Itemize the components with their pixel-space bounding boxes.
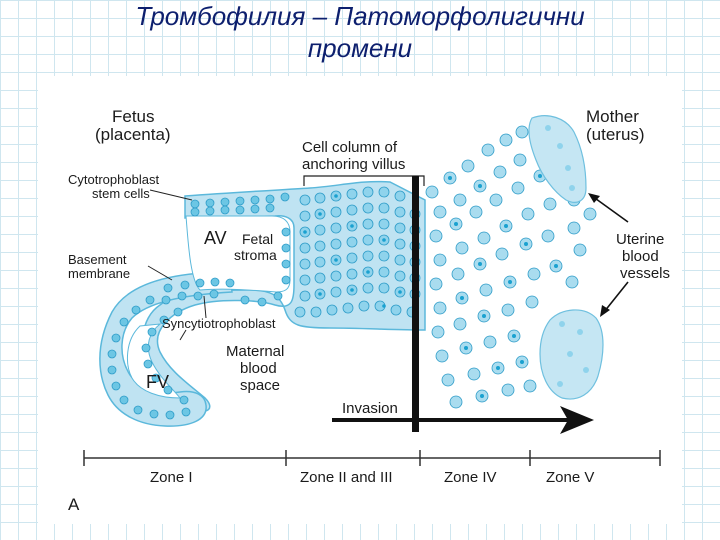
vessel-pointer-upper-head [588,193,600,203]
label-basement-1: Basement [68,252,127,267]
label-invasion: Invasion [342,400,398,417]
basement-leader [147,265,173,281]
panel-letter: A [68,495,80,514]
vessel-pointer-upper [591,195,629,223]
syncytio-leader-2 [179,329,187,341]
label-uterus: (uterus) [586,125,645,144]
label-placenta: (placenta) [95,125,171,144]
label-uterine-1: Uterine [616,231,664,248]
label-maternal-1: Maternal [226,343,284,360]
zone-label-1: Zone I [150,469,193,486]
invasion-arrowhead [560,406,594,434]
label-maternal-3: space [240,377,280,394]
invading-trophoblast-cells [425,125,597,409]
floating-villus-core [127,323,182,399]
zone-label-3: Zone IV [444,469,497,486]
title-line-2: промени [307,33,413,63]
zone-ticks [83,450,661,466]
label-cytotrophoblast-1: Cytotrophoblast [68,172,159,187]
vessel-pointer-lower [603,281,629,313]
label-syncytiotrophoblast: Syncytiotrophoblast [162,316,276,331]
zone-label-2: Zone II and III [300,469,393,486]
label-basement-2: membrane [68,266,130,281]
zone-label-4: Zone V [546,469,594,486]
label-fetal-2: stroma [234,247,277,263]
cell-column-nuclei [303,194,417,308]
label-mother: Mother [586,107,639,126]
invading-cell-nuclei [448,174,558,398]
fetal-stroma [185,215,291,293]
invasion-boundary-line [412,176,419,432]
cytotrophoblast-leader [149,189,193,201]
vessel-pointer-lower-head [600,305,610,317]
slide-title: Тромбофилия – Патоморфолигични промени [0,0,720,64]
label-fetus: Fetus [112,107,155,126]
label-cell-column-1: Cell column of [302,139,398,156]
label-av: AV [204,228,227,248]
uterine-vessel-upper [528,115,587,203]
villus-border-cells [107,192,291,420]
label-fetal-1: Fetal [242,231,273,247]
label-maternal-2: blood [240,360,277,377]
label-cytotrophoblast-2: stem cells [92,186,150,201]
label-uterine-2: blood [622,248,659,265]
title-line-1: Тромбофилия – Патоморфолигични [135,1,585,31]
vessel-cells [545,125,589,387]
label-uterine-3: vessels [620,265,670,282]
syncytio-leader [203,295,207,319]
cell-column-bracket [303,175,425,186]
label-cell-column-2: anchoring villus [302,156,405,173]
label-fv: FV [146,372,169,392]
